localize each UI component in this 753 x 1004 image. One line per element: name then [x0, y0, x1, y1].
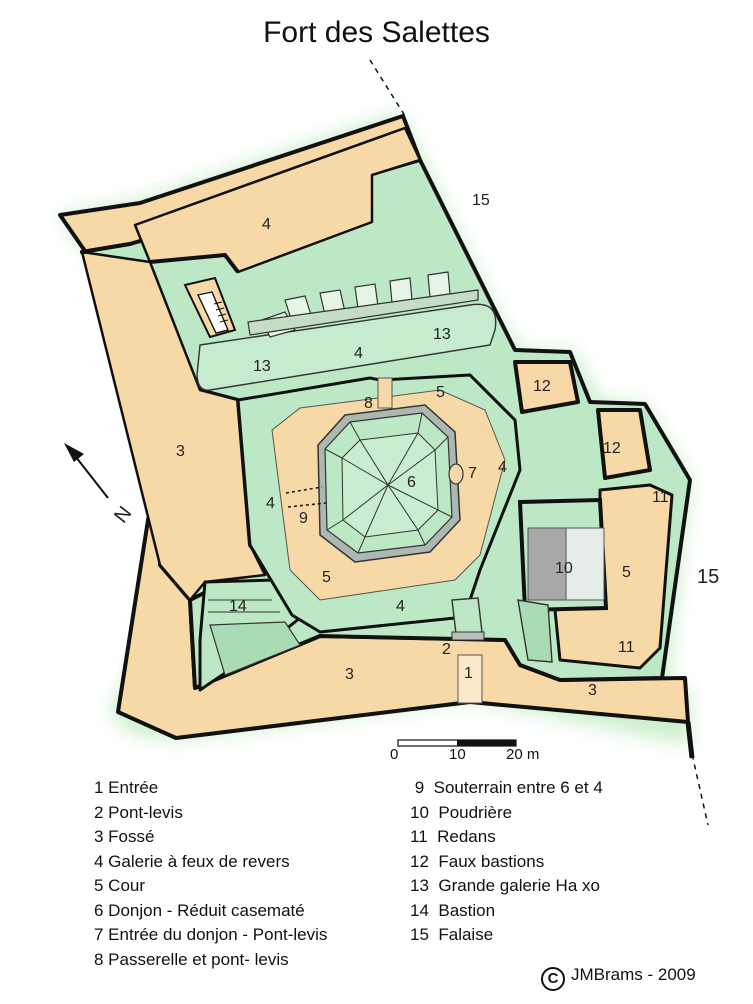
page-title: Fort des Salettes — [263, 16, 490, 49]
powder-magazine-light — [565, 527, 605, 601]
label-4b: 4 — [354, 345, 363, 362]
staircase — [183, 276, 237, 339]
label-5a: 5 — [436, 384, 445, 401]
north-arrow-icon: N — [64, 443, 136, 527]
label-9: 9 — [299, 510, 308, 527]
entrance-corridor — [451, 597, 483, 635]
copyright-text: JMBrams - 2009 — [571, 965, 696, 984]
legend-item: 5 Cour — [94, 876, 146, 895]
legend-item: 3 Fossé — [94, 827, 155, 846]
label-1: 1 — [464, 665, 473, 682]
drawbridge — [451, 631, 485, 641]
keep-entrance — [448, 463, 464, 485]
legend-right: 9 Souterrain entre 6 et 4 10 Poudrière 1… — [410, 776, 603, 948]
copyright: C JMBrams - 2009 — [541, 965, 696, 991]
legend-item: 4 Galerie à feux de revers — [94, 851, 290, 871]
powder-magazine-dark — [527, 527, 569, 601]
legend-item: 1 Entrée — [94, 778, 159, 797]
map-labels: 1 2 3 3 3 4 4 4 4 4 5 5 5 6 7 8 9 10 11 … — [176, 192, 719, 699]
cliff-bottom — [689, 744, 709, 826]
legend-item: 13 Grande galerie Ha xo — [410, 876, 600, 895]
haxo-gallery — [196, 303, 497, 391]
keep — [317, 404, 461, 563]
legend-item: 2 Pont-levis — [94, 802, 183, 822]
label-15b: 15 — [697, 566, 719, 588]
legend-item: 12 Faux bastions — [410, 851, 545, 871]
label-15a: 15 — [472, 192, 490, 209]
scale-20: 20 m — [506, 746, 540, 763]
gallery-top-inner — [149, 252, 240, 274]
faux-bastion-12b — [596, 408, 652, 480]
scale-0: 0 — [390, 746, 399, 763]
label-4c: 4 — [266, 495, 275, 512]
label-8: 8 — [364, 395, 373, 412]
label-3c: 3 — [588, 682, 597, 699]
label-4e: 4 — [396, 598, 405, 615]
faux-bastion-12a — [513, 360, 580, 414]
legend-item: 8 Passerelle et pont- levis — [94, 949, 289, 969]
cliff-top — [369, 59, 406, 117]
footbridge — [377, 377, 393, 409]
label-5b: 5 — [322, 569, 331, 586]
legend-left: 1 Entrée 2 Pont-levis 3 Fossé 4 Galerie … — [94, 776, 327, 972]
cliff-wall-bottom — [685, 721, 695, 759]
label-5c: 5 — [622, 564, 631, 581]
entrance — [457, 654, 483, 704]
label-2: 2 — [442, 641, 451, 658]
bastion-14-inner — [209, 621, 301, 676]
label-11a: 11 — [652, 489, 669, 506]
label-10: 10 — [555, 560, 573, 577]
legend-item: 6 Donjon - Réduit casematé — [94, 900, 305, 920]
label-3b: 3 — [345, 666, 354, 683]
north-label: N — [110, 502, 136, 527]
legend-item: 10 Poudrière — [410, 802, 513, 822]
tunnel — [285, 486, 327, 508]
label-12a: 12 — [533, 378, 551, 395]
bastion-14-hatch — [208, 599, 280, 613]
label-4a: 4 — [262, 216, 271, 233]
legend-item: 9 Souterrain entre 6 et 4 — [410, 778, 603, 797]
label-7: 7 — [468, 465, 477, 482]
legend-item: 7 Entrée du donjon - Pont-levis — [94, 925, 328, 944]
label-11b: 11 — [618, 639, 635, 656]
legend-item: 11 Redans — [410, 827, 496, 846]
label-14: 14 — [229, 598, 247, 615]
label-13a: 13 — [433, 326, 451, 343]
label-13b: 13 — [253, 358, 271, 375]
copyright-icon: C — [541, 967, 565, 991]
label-4d: 4 — [498, 459, 507, 476]
scale-bar — [397, 739, 517, 747]
legend-item: 15 Falaise — [410, 925, 494, 944]
legend-item: 14 Bastion — [410, 900, 496, 920]
label-3a: 3 — [176, 443, 185, 460]
haxo-casemates — [247, 271, 479, 338]
label-6: 6 — [407, 474, 416, 491]
scale-10: 10 — [449, 746, 466, 763]
entrance-right-bastion — [517, 599, 553, 663]
label-12b: 12 — [603, 440, 621, 457]
